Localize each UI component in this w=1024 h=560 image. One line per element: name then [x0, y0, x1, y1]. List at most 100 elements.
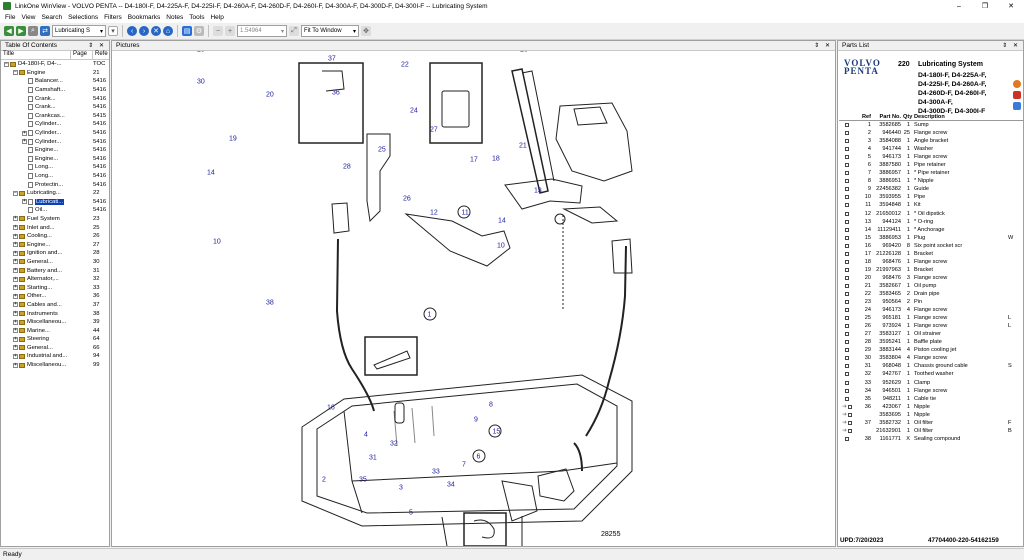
select-checkbox[interactable] [845, 243, 849, 248]
tree-toggle-icon[interactable]: + [22, 138, 27, 145]
toc-row[interactable]: Long...5416 [1, 172, 109, 181]
select-checkbox[interactable] [845, 171, 849, 176]
callout-label[interactable]: 30 [197, 79, 205, 86]
tree-toggle-icon[interactable]: + [13, 344, 18, 351]
callout-label[interactable]: 2 [322, 477, 326, 484]
select-checkbox[interactable] [845, 308, 849, 313]
select-checkbox[interactable] [845, 396, 849, 401]
back-icon[interactable]: ◀ [4, 26, 14, 36]
callout-label[interactable]: 14 [498, 218, 506, 225]
menu-notes[interactable]: Notes [166, 14, 184, 21]
select-checkbox[interactable] [845, 163, 849, 168]
callout-label[interactable]: 10 [213, 239, 221, 246]
toc-row[interactable]: +Other...36 [1, 292, 109, 301]
tree-toggle-icon[interactable]: + [13, 292, 18, 299]
menu-tools[interactable]: Tools [189, 14, 205, 21]
fit-icon[interactable]: ⤢ [289, 26, 299, 36]
select-checkbox[interactable] [845, 187, 849, 192]
callout-label[interactable]: 22 [401, 62, 409, 69]
select-checkbox[interactable] [845, 283, 849, 288]
row-mark[interactable] [839, 187, 855, 192]
select-checkbox[interactable] [845, 292, 849, 296]
toc-row[interactable]: +Cylinder...5416 [1, 129, 109, 138]
select-checkbox[interactable] [848, 428, 853, 433]
tree-toggle-icon[interactable]: + [13, 327, 18, 334]
zoom-input[interactable]: 1.54964▾ [237, 25, 287, 37]
close-button[interactable]: ✕ [1008, 3, 1014, 10]
menu-view[interactable]: View [21, 14, 36, 21]
select-checkbox[interactable] [845, 380, 849, 385]
select-checkbox[interactable] [845, 251, 849, 256]
row-mark[interactable] [839, 259, 855, 264]
row-mark[interactable] [839, 283, 855, 288]
row-mark[interactable] [839, 300, 855, 305]
row-mark[interactable] [839, 364, 855, 369]
select-checkbox[interactable] [845, 211, 849, 216]
row-mark[interactable] [839, 324, 855, 329]
callout-label[interactable]: 18 [492, 156, 500, 163]
toc-col-ref[interactable]: Refe [95, 51, 108, 57]
tree-toggle-icon[interactable]: − [13, 69, 18, 76]
row-mark[interactable] [839, 163, 855, 168]
callout-label[interactable]: 4 [364, 432, 368, 439]
row-mark[interactable] [839, 227, 855, 232]
tree-toggle-icon[interactable]: + [13, 301, 18, 308]
row-mark[interactable]: ➜ [839, 403, 855, 410]
toc-row[interactable]: +Engine...27 [1, 240, 109, 249]
menu-file[interactable]: File [5, 14, 16, 21]
tree-toggle-icon[interactable]: + [13, 224, 18, 231]
row-mark[interactable] [839, 123, 855, 128]
row-mark[interactable] [839, 243, 855, 248]
toc-row[interactable]: Camshaft...5416 [1, 86, 109, 95]
toc-col-title[interactable]: Title [1, 51, 71, 59]
row-mark[interactable] [839, 396, 855, 401]
callout-label[interactable]: 31 [369, 455, 377, 462]
tree-toggle-icon[interactable]: + [13, 318, 18, 325]
row-mark[interactable] [839, 195, 855, 200]
arrow-right-icon[interactable]: ➜ [841, 412, 848, 419]
row-mark[interactable]: ➜ [839, 427, 855, 434]
toc-row[interactable]: +Cooling...26 [1, 232, 109, 241]
toc-row[interactable]: +Cylinder...5416 [1, 137, 109, 146]
row-mark[interactable] [839, 380, 855, 385]
toc-row[interactable]: +Starting...33 [1, 283, 109, 292]
tree-toggle-icon[interactable]: + [13, 352, 18, 359]
callout-label[interactable]: 7 [462, 462, 466, 469]
callout-label[interactable]: 34 [447, 482, 455, 489]
callout-label[interactable]: 27 [430, 127, 438, 134]
tree-toggle-icon[interactable]: + [13, 215, 18, 222]
toc-row[interactable]: +Miscellaneou...99 [1, 361, 109, 370]
toc-row[interactable]: Protectin...5416 [1, 180, 109, 189]
row-mark[interactable] [839, 308, 855, 313]
tree-toggle-icon[interactable]: + [13, 249, 18, 256]
home-icon[interactable]: ⌂ [163, 26, 173, 36]
row-mark[interactable] [839, 372, 855, 377]
callout-label[interactable]: 15 [493, 429, 501, 436]
fit-combo[interactable]: Fit To Window▾ [301, 25, 359, 37]
menu-filters[interactable]: Filters [104, 14, 122, 21]
toc-row[interactable]: +Marine...44 [1, 326, 109, 335]
pdf-icon[interactable] [1013, 91, 1021, 99]
tree-toggle-icon[interactable]: − [4, 60, 9, 67]
menu-help[interactable]: Help [210, 14, 224, 21]
